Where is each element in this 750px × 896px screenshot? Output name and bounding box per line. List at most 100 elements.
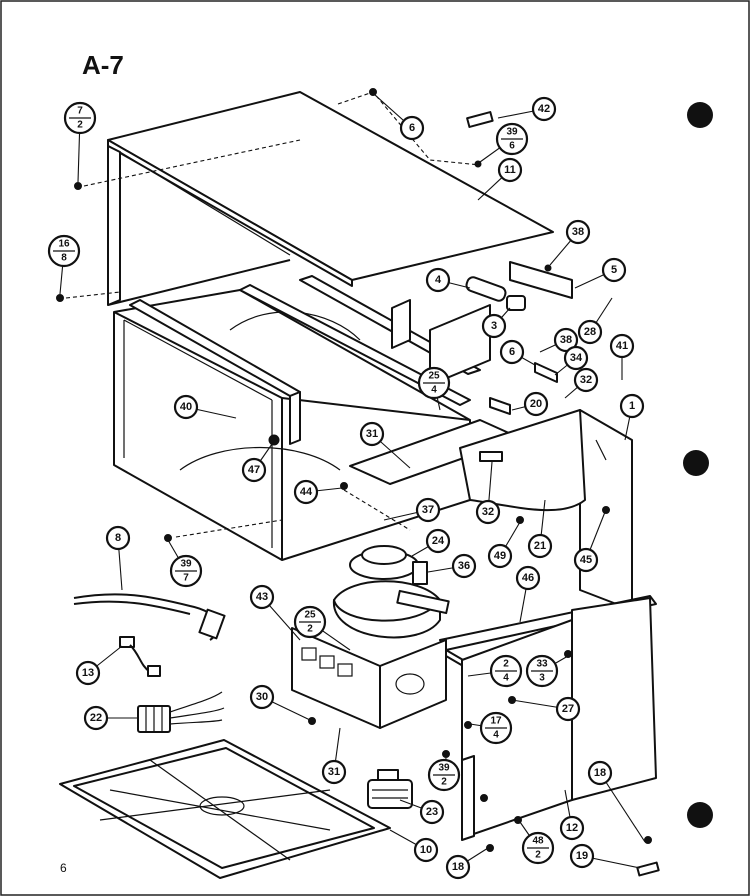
callout-circle [569,843,595,869]
callout-37: 37 [383,497,441,523]
callout-circle [413,837,439,863]
fraction-callout-17-4: 174 [469,711,513,745]
callout-13: 13 [75,645,123,686]
binder-hole-top [687,102,713,128]
callout-6: 6 [374,94,425,141]
callout-circle [83,705,109,731]
air-guide-part-21 [459,409,586,512]
callout-circle [573,547,599,573]
callout-18: 18 [445,847,489,880]
callout-label: 47 [248,464,260,476]
page-number: 6 [60,861,67,875]
callout-circle [601,257,627,283]
fraction-bottom: 4 [431,385,437,396]
fraction-top: 33 [536,659,548,670]
callout-label: 38 [572,226,584,238]
callout-label: 41 [616,340,628,352]
screw-hardware [56,88,660,877]
callout-circle [359,421,385,447]
callout-label: 18 [594,767,606,779]
callout-49: 49 [487,521,521,569]
fraction-bottom: 6 [509,141,515,152]
fraction-top: 16 [58,239,70,250]
motor-bracket-part-43 [291,627,447,729]
callout-label: 32 [482,506,494,518]
callout-label: 6 [509,346,515,358]
callout-label: 1 [629,400,635,412]
callout-label: 13 [82,667,94,679]
wire-harness-part-22 [137,691,225,733]
callout-20: 20 [511,391,549,417]
callout-circle [527,533,553,559]
callout-1: 1 [619,393,645,441]
callout-circle [619,393,645,419]
callout-31: 31 [359,421,411,469]
callout-circle [451,553,477,579]
binder-hole-bottom [687,802,713,828]
callout-label: 43 [256,591,268,603]
callout-23: 23 [399,799,445,825]
fraction-top: 39 [438,763,450,774]
power-cord-part-8 [73,593,226,641]
fan-motor-part-23 [367,769,413,809]
callout-32: 32 [564,367,599,399]
callout-label: 24 [432,535,445,547]
callout-3: 3 [481,307,511,339]
callout-27: 27 [511,696,581,722]
callout-label: 20 [530,398,542,410]
connector-part-13 [119,636,161,677]
callout-36: 36 [427,553,477,579]
interlock-switch-bracket [465,261,573,415]
callout-label: 18 [452,861,464,873]
callout-circle [321,759,347,785]
callout-label: 36 [458,560,470,572]
callout-circle [609,333,635,359]
callout-circle [481,313,507,339]
fraction-bottom: 8 [61,253,67,264]
fraction-top: 25 [304,610,316,621]
fraction-callout-39-2: 392 [427,757,461,792]
callout-5: 5 [574,257,627,289]
callout-12: 12 [559,789,585,841]
callout-31: 31 [321,727,347,785]
callout-18: 18 [587,760,646,843]
callout-circle [515,565,541,591]
callout-label: 4 [435,274,442,286]
callout-circle [293,479,319,505]
fraction-bottom: 4 [503,673,509,684]
callout-label: 5 [611,264,617,276]
callout-circle [487,543,513,569]
fraction-bottom: 2 [307,624,313,635]
callout-19: 19 [569,843,641,869]
callout-43: 43 [249,584,301,641]
fraction-callout-33-3: 333 [525,654,569,688]
callout-circle [75,660,101,686]
callout-47: 47 [241,443,273,483]
callout-label: 22 [90,712,102,724]
callout-circle [425,528,451,554]
callout-label: 32 [580,374,592,386]
callout-30: 30 [249,684,311,721]
callout-label: 40 [180,401,192,413]
callout-4: 4 [425,267,471,293]
callout-circle [497,157,523,183]
callout-circle [573,367,599,393]
callout-label: 27 [562,703,574,715]
callout-label: 30 [256,691,268,703]
callout-circle [105,525,131,551]
callout-label: 37 [422,504,434,516]
fraction-bottom: 2 [77,120,83,131]
callout-circle [565,219,591,245]
fraction-callout-25-4: 254 [417,366,451,411]
fraction-top: 17 [490,716,502,727]
fraction-callout-16-8: 168 [47,234,81,295]
fraction-top: 48 [532,836,544,847]
callout-circle [173,394,199,420]
callout-circle [445,854,471,880]
fraction-bottom: 4 [493,730,499,741]
callout-circle [553,327,579,353]
callout-28: 28 [577,297,613,345]
callout-circle [559,815,585,841]
